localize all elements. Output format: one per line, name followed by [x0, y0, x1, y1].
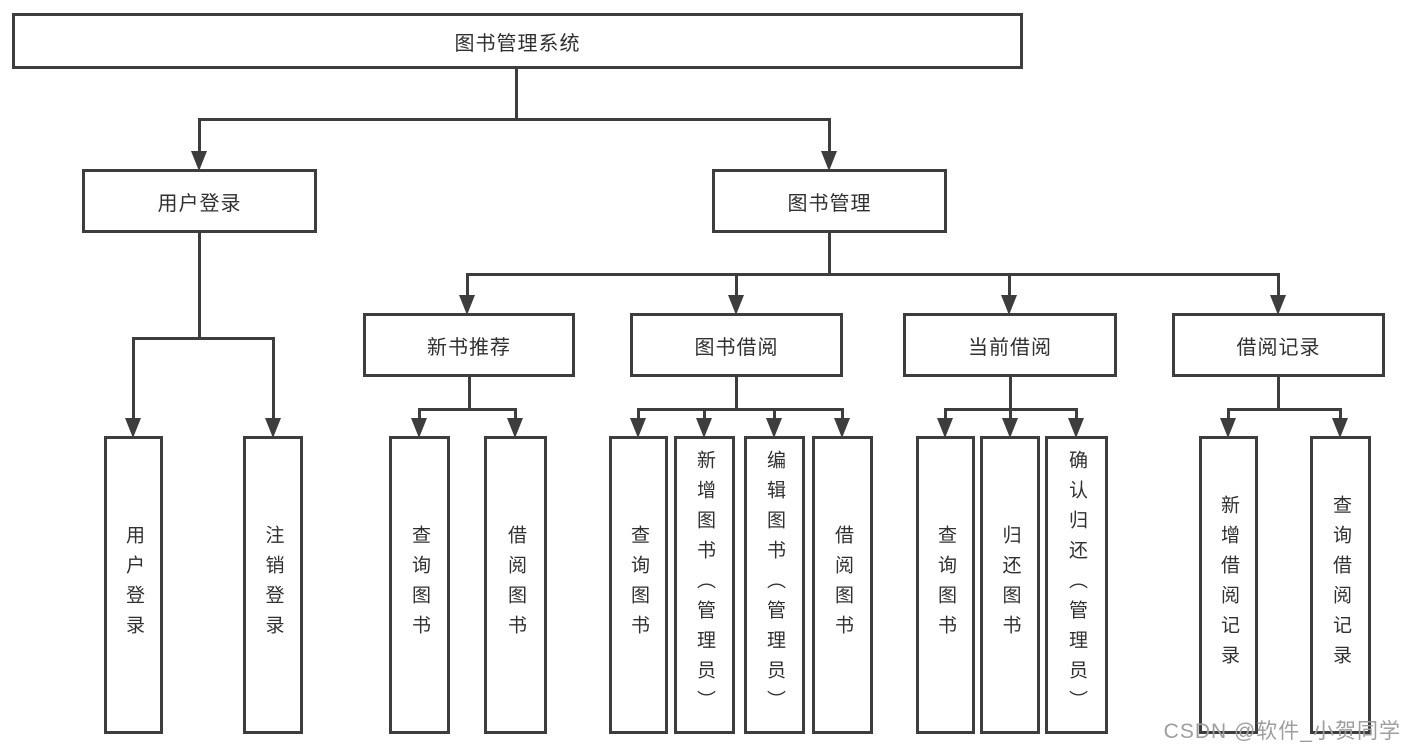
node-label: 借阅记录	[1236, 336, 1321, 359]
connector-line	[514, 408, 517, 418]
leaf-borrow-books-recommend: 借阅图书	[484, 436, 547, 734]
node-book-management: 图书管理	[712, 169, 947, 233]
connector-line	[703, 408, 706, 418]
connector-line	[637, 408, 844, 411]
arrowhead-down-icon	[696, 418, 712, 438]
arrowhead-down-icon	[265, 418, 281, 438]
node-current-borrowing: 当前借阅	[903, 313, 1117, 377]
leaf-add-borrow-record: 新增借阅记录	[1199, 436, 1258, 734]
arrowhead-down-icon	[411, 418, 427, 438]
connector-line	[132, 337, 135, 418]
leaf-label: 注销登录	[262, 525, 284, 645]
leaf-add-books-admin: 新增图书（管理员）	[674, 436, 735, 734]
leaf-label: 借阅图书	[832, 525, 853, 645]
connector-line	[841, 408, 844, 418]
connector-line	[198, 118, 201, 151]
leaf-user-login: 用户登录	[104, 436, 163, 734]
connector-line	[944, 408, 947, 418]
leaf-query-books-current: 查询图书	[916, 436, 975, 734]
connector-line	[272, 337, 275, 418]
connector-line	[735, 377, 738, 411]
connector-line	[466, 273, 469, 295]
leaf-label: 查询图书	[935, 525, 956, 645]
leaf-borrow-books-borrowing: 借阅图书	[812, 436, 873, 734]
connector-line	[1075, 408, 1078, 418]
connector-line	[132, 337, 275, 340]
node-label: 新书推荐	[427, 336, 511, 359]
node-borrowing-records: 借阅记录	[1172, 313, 1385, 377]
leaf-confirm-return-admin: 确认归还（管理员）	[1045, 436, 1108, 734]
arrowhead-down-icon	[507, 418, 523, 438]
leaf-label: 新增借阅记录	[1218, 495, 1239, 675]
arrowhead-down-icon	[459, 295, 475, 315]
node-new-book-recommendation: 新书推荐	[363, 313, 575, 377]
leaf-label: 借阅图书	[505, 525, 526, 645]
arrowhead-down-icon	[191, 151, 207, 171]
arrowhead-down-icon	[766, 418, 782, 438]
connector-line	[198, 233, 201, 340]
leaf-logout: 注销登录	[243, 436, 303, 734]
connector-line	[1277, 273, 1280, 295]
connector-line	[1339, 408, 1342, 418]
arrowhead-down-icon	[821, 151, 837, 171]
leaf-label: 编辑图书（管理员）	[764, 450, 785, 720]
connector-line	[1227, 408, 1230, 418]
leaf-label: 查询借阅记录	[1330, 495, 1351, 675]
node-label: 图书管理系统	[454, 32, 581, 55]
connector-line	[735, 273, 738, 295]
leaf-label: 归还图书	[999, 525, 1021, 645]
arrowhead-down-icon	[937, 418, 953, 438]
connector-line	[1277, 377, 1280, 411]
connector-line	[1009, 377, 1012, 411]
leaf-label: 新增图书（管理员）	[694, 450, 715, 720]
connector-line	[468, 377, 471, 411]
arrowhead-down-icon	[1001, 295, 1017, 315]
leaf-label: 确认归还（管理员）	[1066, 450, 1087, 720]
connector-line	[773, 408, 776, 418]
arrowhead-down-icon	[834, 418, 850, 438]
arrowhead-down-icon	[1002, 418, 1018, 438]
node-label: 用户登录	[157, 192, 242, 215]
connector-line	[515, 69, 518, 121]
arrowhead-down-icon	[630, 418, 646, 438]
leaf-edit-books-admin: 编辑图书（管理员）	[744, 436, 805, 734]
arrowhead-down-icon	[1220, 418, 1236, 438]
csdn-watermark: CSDN @软件_小贺同学	[1163, 720, 1401, 743]
leaf-label: 用户登录	[123, 525, 144, 645]
node-book-borrowing: 图书借阅	[630, 313, 843, 377]
arrowhead-down-icon	[728, 295, 744, 315]
node-label: 图书管理	[787, 192, 872, 215]
connector-line	[198, 118, 831, 121]
connector-line	[1009, 408, 1012, 418]
leaf-label: 查询图书	[628, 525, 649, 645]
leaf-label: 查询图书	[409, 525, 430, 645]
leaf-query-books-borrowing: 查询图书	[609, 436, 668, 734]
connector-line	[466, 273, 1280, 276]
connector-line	[1227, 408, 1342, 411]
arrowhead-down-icon	[1332, 418, 1348, 438]
arrowhead-down-icon	[125, 418, 141, 438]
arrowhead-down-icon	[1270, 295, 1286, 315]
node-label: 当前借阅	[968, 336, 1052, 359]
connector-line	[418, 408, 517, 411]
node-library-management-system: 图书管理系统	[12, 13, 1023, 69]
leaf-query-books-recommend: 查询图书	[389, 436, 450, 734]
connector-line	[828, 233, 831, 276]
connector-line	[1008, 273, 1011, 295]
arrowhead-down-icon	[1068, 418, 1084, 438]
connector-line	[828, 118, 831, 151]
node-label: 图书借阅	[694, 336, 779, 359]
connector-line	[637, 408, 640, 418]
connector-line	[418, 408, 421, 418]
leaf-return-books: 归还图书	[980, 436, 1040, 734]
node-user-login: 用户登录	[82, 169, 317, 233]
leaf-query-borrow-record: 查询借阅记录	[1310, 436, 1371, 734]
